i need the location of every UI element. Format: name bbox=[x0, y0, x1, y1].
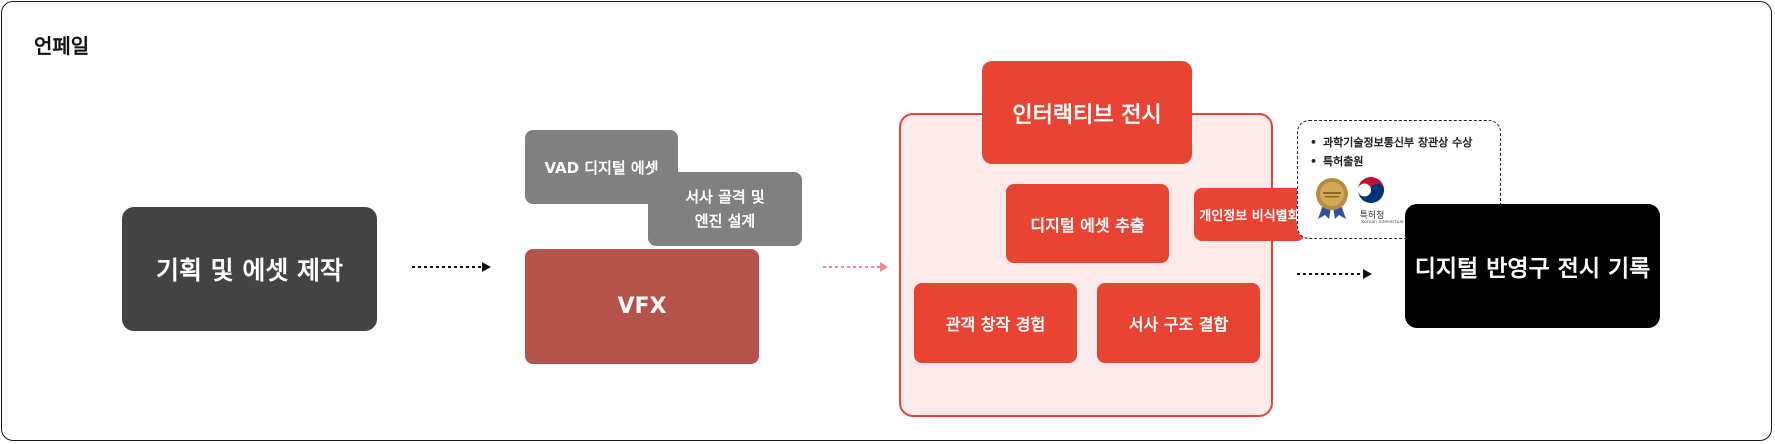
interactive-title-box: 인터랙티브 전시 bbox=[982, 61, 1192, 164]
narrative-label-line2: 엔진 설계 bbox=[694, 212, 756, 230]
narrative-label-line1: 서사 골격 및 bbox=[685, 188, 765, 206]
dotted-arrow-icon bbox=[823, 262, 888, 272]
medal-icon bbox=[1314, 177, 1350, 219]
planning-box: 기획 및 에셋 제작 bbox=[122, 207, 377, 331]
record-label: 디지털 반영구 전시 기록 bbox=[1414, 256, 1651, 282]
privacy-box: 개인정보 비식별화 bbox=[1194, 188, 1305, 241]
brand-title: 언페일 bbox=[34, 34, 90, 58]
vfx-label: VFX bbox=[617, 294, 667, 319]
arrow-assets-to-exhibit bbox=[823, 261, 889, 273]
vfx-box: VFX bbox=[525, 249, 759, 364]
patent-office-en-label: Korean Intellectual Property Office bbox=[1361, 220, 1439, 225]
structure-box: 서사 구조 결합 bbox=[1097, 283, 1260, 363]
arrow-exhibit-to-record bbox=[1297, 268, 1373, 280]
arrow-planning-to-assets bbox=[412, 261, 492, 273]
vad-label: VAD 디지털 에셋 bbox=[544, 158, 659, 177]
planning-label: 기획 및 에셋 제작 bbox=[155, 256, 344, 285]
audience-box: 관객 창작 경험 bbox=[914, 283, 1077, 363]
record-box: 디지털 반영구 전시 기록 bbox=[1405, 204, 1660, 328]
extract-box: 디지털 에셋 추출 bbox=[1006, 184, 1169, 263]
awards-list: 과학기술정보통신부 장관상 수상 특허출원 bbox=[1310, 133, 1500, 171]
patent-office-label: 특허청 bbox=[1359, 211, 1385, 221]
award-item: 특허출원 bbox=[1310, 152, 1500, 171]
interactive-title-label: 인터랙티브 전시 bbox=[1012, 102, 1162, 128]
patent-office-emblem-icon bbox=[1353, 175, 1389, 205]
structure-label: 서사 구조 결합 bbox=[1128, 315, 1229, 334]
award-item: 과학기술정보통신부 장관상 수상 bbox=[1310, 133, 1500, 152]
vad-box: VAD 디지털 에셋 bbox=[525, 130, 678, 204]
narrative-box: 서사 골격 및 엔진 설계 bbox=[648, 172, 802, 246]
dotted-arrow-icon bbox=[1297, 269, 1372, 279]
privacy-label: 개인정보 비식별화 bbox=[1199, 209, 1300, 224]
dotted-arrow-icon bbox=[412, 262, 491, 272]
extract-label: 디지털 에셋 추출 bbox=[1030, 215, 1145, 235]
audience-label: 관객 창작 경험 bbox=[945, 315, 1046, 334]
